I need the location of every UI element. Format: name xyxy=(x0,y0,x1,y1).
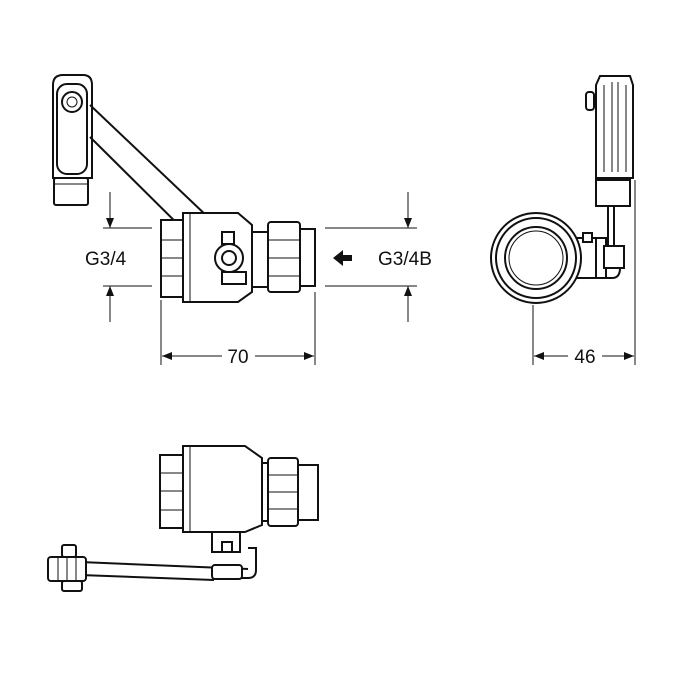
lever-handle xyxy=(52,74,231,259)
outlet-thread-label: G3/4B xyxy=(378,249,432,270)
valve-body xyxy=(160,212,316,303)
length-dimension: 70 xyxy=(160,292,316,368)
width-dimension: 46 xyxy=(532,180,636,368)
inlet-thread-label: G3/4 xyxy=(85,249,127,270)
side-view: 46 xyxy=(490,75,636,368)
width-dimension-label: 46 xyxy=(574,347,595,368)
thread-dimensions: G3/4 G3/4B xyxy=(85,192,432,322)
length-dimension-label: 70 xyxy=(227,347,248,368)
front-view: G3/4 G3/4B 70 xyxy=(52,74,432,368)
flow-direction-arrow xyxy=(333,250,352,266)
bottom-view xyxy=(47,445,319,592)
side-body xyxy=(490,212,625,304)
side-handle xyxy=(585,75,634,253)
